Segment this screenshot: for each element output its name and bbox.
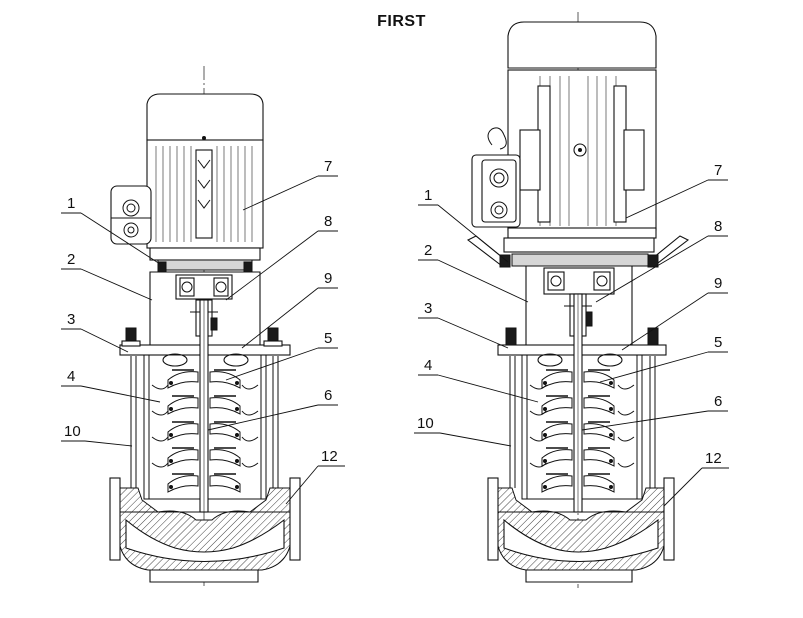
page-title: FIRST	[377, 13, 426, 30]
svg-text:3: 3	[67, 311, 75, 328]
left-callout-9: 9	[241, 270, 338, 349]
svg-text:4: 4	[424, 357, 432, 374]
svg-text:6: 6	[324, 387, 332, 404]
right-callout-8: 8	[595, 218, 728, 303]
svg-text:3: 3	[424, 300, 432, 317]
left-callout-12: 12	[285, 448, 345, 505]
svg-text:7: 7	[714, 162, 722, 179]
left-pump-drawing: 1 2 3 4 10 7 8	[61, 66, 345, 588]
svg-text:8: 8	[714, 218, 722, 235]
svg-text:5: 5	[324, 330, 332, 347]
svg-text:2: 2	[424, 242, 432, 259]
svg-text:2: 2	[67, 251, 75, 268]
svg-text:8: 8	[324, 213, 332, 230]
right-callout-10: 10	[414, 415, 512, 447]
svg-text:7: 7	[324, 158, 332, 175]
left-callout-5: 5	[225, 330, 338, 381]
right-pump-drawing: 1 2 3 4 10 7 8	[414, 12, 729, 588]
left-callout-6: 6	[207, 387, 338, 431]
right-callout-9: 9	[621, 275, 728, 351]
svg-text:1: 1	[424, 187, 432, 204]
svg-text:9: 9	[324, 270, 332, 287]
svg-text:10: 10	[417, 415, 434, 432]
left-callout-2: 2	[61, 251, 153, 301]
right-callout-12: 12	[663, 450, 729, 507]
svg-text:1: 1	[67, 195, 75, 212]
svg-text:5: 5	[714, 334, 722, 351]
right-callout-5: 5	[599, 334, 728, 383]
left-callout-4: 4	[61, 368, 161, 403]
left-callout-8: 8	[225, 213, 338, 301]
left-callout-10: 10	[61, 423, 133, 447]
right-callout-4: 4	[418, 357, 539, 403]
right-callout-3: 3	[418, 300, 509, 349]
right-callout-2: 2	[418, 242, 529, 303]
svg-text:6: 6	[714, 393, 722, 410]
right-callout-7: 7	[625, 162, 728, 219]
svg-text:10: 10	[64, 423, 81, 440]
left-callout-1: 1	[61, 195, 161, 265]
svg-text:9: 9	[714, 275, 722, 292]
svg-text:4: 4	[67, 368, 75, 385]
right-callout-1: 1	[418, 187, 509, 263]
svg-text:12: 12	[705, 450, 722, 467]
svg-text:12: 12	[321, 448, 338, 465]
left-callout-3: 3	[61, 311, 129, 353]
left-callout-7: 7	[242, 158, 338, 211]
right-callout-6: 6	[581, 393, 728, 431]
